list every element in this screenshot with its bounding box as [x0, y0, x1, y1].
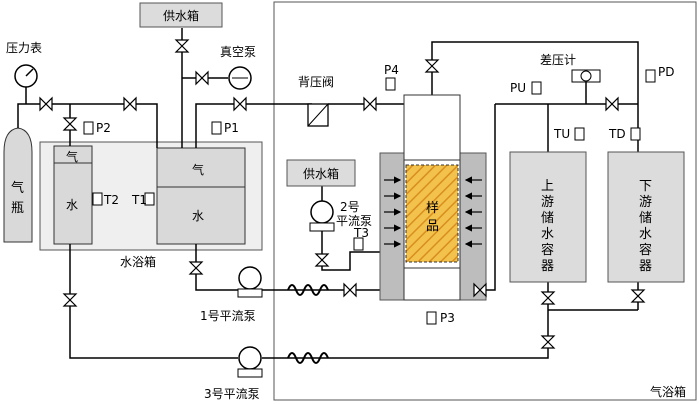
- water-bath-label: 水浴箱: [120, 254, 156, 269]
- upper-vessel-label-5: 容: [541, 242, 554, 258]
- sensor-P3: P3: [440, 311, 455, 325]
- sensor-P2: P2: [96, 121, 111, 135]
- coil-1: [287, 284, 329, 296]
- pump-3-icon: [237, 346, 263, 378]
- sensor-P4: P4: [384, 63, 399, 77]
- left-tank: [53, 145, 93, 245]
- lower-vessel-label-3: 储: [639, 211, 652, 226]
- back-pressure-valve-icon: [307, 103, 329, 127]
- sensor-PD: PD: [658, 65, 674, 79]
- pump-3-label: 3号平流泵: [204, 387, 260, 401]
- left-tank-water-label: 水: [66, 198, 78, 212]
- upper-vessel-label-6: 器: [541, 259, 554, 274]
- sample-label-1: 样: [426, 201, 439, 216]
- pump-2-label-2: 平流泵: [336, 214, 372, 228]
- supply-tank-mid: [286, 159, 356, 187]
- pump-2-icon: [309, 200, 335, 232]
- pressure-gauge-label: 压力表: [6, 41, 42, 55]
- vacuum-pump-icon: [228, 66, 252, 90]
- upper-vessel-label-3: 储: [541, 211, 554, 226]
- pump-2-label-1: 2号: [340, 200, 360, 214]
- sensor-T2: T2: [103, 193, 119, 207]
- sample-block: [405, 164, 459, 263]
- sensor-TD: TD: [608, 127, 626, 141]
- back-pressure-valve-label: 背压阀: [298, 75, 334, 89]
- right-tank-gas-label: 气: [192, 162, 204, 177]
- diff-pressure-gauge-label: 差压计: [540, 53, 576, 67]
- air-bath-enclosure: [273, 1, 697, 401]
- sensor-P1: P1: [224, 121, 239, 135]
- sensor-boxes: [83, 69, 656, 325]
- lower-vessel-label-6: 器: [639, 259, 652, 274]
- pump-1-label: 1号平流泵: [200, 309, 256, 323]
- gas-cylinder-label-2: 瓶: [11, 201, 24, 216]
- coil-3: [287, 352, 329, 364]
- lower-vessel-label-5: 容: [639, 242, 652, 258]
- sensor-TU: TU: [553, 127, 570, 141]
- lower-vessel-label-2: 游: [639, 195, 652, 210]
- lower-storage-vessel: [607, 151, 685, 283]
- confining-arrows: [384, 176, 482, 248]
- supply-tank-top-label: 供水箱: [163, 8, 199, 23]
- vacuum-pump-label: 真空泵: [220, 45, 256, 59]
- upper-vessel-label-4: 水: [541, 227, 554, 242]
- sensor-T3: T3: [353, 226, 369, 240]
- upper-vessel-label-1: 上: [541, 179, 554, 194]
- lower-vessel-label-1: 下: [639, 179, 652, 194]
- right-tank-water-label: 水: [192, 209, 204, 223]
- upper-storage-vessel: [509, 151, 587, 283]
- pump-1-icon: [237, 266, 263, 298]
- diff-pressure-gauge-icon: [571, 69, 601, 83]
- lower-vessel-label-4: 水: [639, 227, 652, 242]
- supply-tank-mid-label: 供水箱: [303, 166, 339, 181]
- gas-cylinder: [3, 127, 33, 243]
- sensor-T1: T1: [131, 193, 147, 207]
- supply-tank-top: [139, 2, 223, 28]
- valves: [39, 39, 646, 349]
- right-tank: [156, 147, 246, 245]
- gas-cylinder-label-1: 气: [11, 180, 24, 196]
- upper-vessel-label-2: 游: [541, 195, 554, 210]
- sensor-PU: PU: [510, 81, 526, 95]
- left-tank-gas-label: 气: [66, 149, 78, 164]
- sample-label-2: 品: [426, 219, 439, 234]
- air-bath-label: 气浴箱: [650, 384, 686, 399]
